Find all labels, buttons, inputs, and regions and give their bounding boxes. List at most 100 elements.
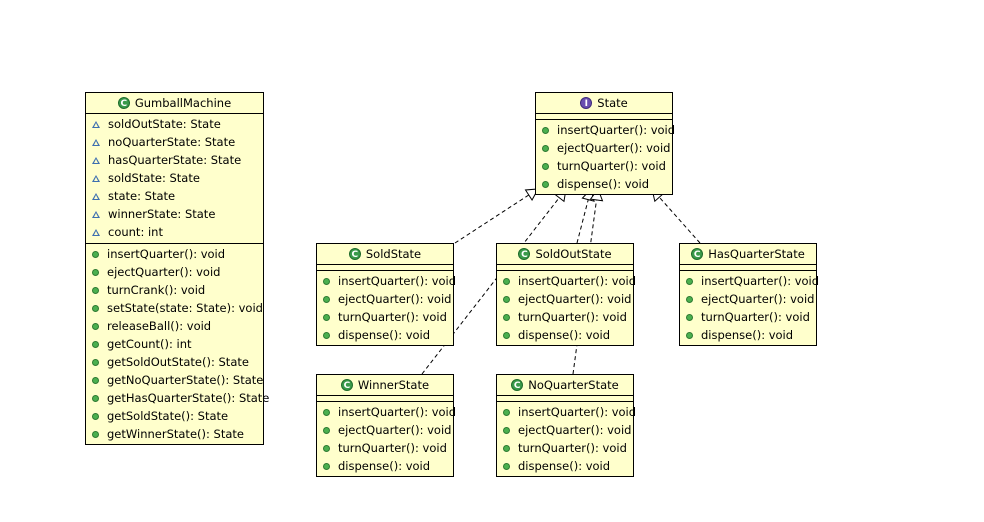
package-attribute-icon <box>92 120 100 128</box>
class-name: SoldOutState <box>535 247 612 261</box>
method-text: dispense(): void <box>557 177 650 191</box>
public-method-icon <box>503 462 510 470</box>
public-method-icon <box>92 376 99 384</box>
method-row: getSoldOutState(): State <box>86 353 263 371</box>
method-row: turnQuarter(): void <box>536 157 672 175</box>
realization-line-hasquarter <box>658 196 701 244</box>
package-attribute-icon <box>92 138 100 146</box>
method-text: ejectQuarter(): void <box>107 265 221 279</box>
method-text: ejectQuarter(): void <box>701 292 815 306</box>
method-row: insertQuarter(): void <box>497 272 636 290</box>
method-text: getCount(): int <box>107 337 192 351</box>
realization-line-soldout <box>576 199 589 244</box>
package-attribute-icon <box>92 210 100 218</box>
public-method-icon <box>542 180 549 188</box>
method-row: getHasQuarterState(): State <box>86 389 269 407</box>
methods-section: insertQuarter(): void ejectQuarter(): voi… <box>497 401 637 476</box>
attribute-row: count: int <box>86 223 263 241</box>
public-method-icon <box>92 304 99 312</box>
method-text: insertQuarter(): void <box>107 247 226 261</box>
uml-class-soldout[interactable]: C SoldOutState insertQuarter(): void ejectQ… <box>496 243 636 346</box>
public-method-icon <box>323 295 330 303</box>
public-method-icon <box>686 313 693 321</box>
public-method-icon <box>92 358 99 366</box>
public-method-icon <box>92 412 99 420</box>
attribute-row: hasQuarterState: State <box>86 151 263 169</box>
method-text: ejectQuarter(): void <box>518 292 632 306</box>
methods-section: insertQuarter(): void ejectQuarter(): voi… <box>497 270 636 345</box>
method-text: getSoldOutState(): State <box>107 355 249 369</box>
method-text: dispense(): void <box>338 328 431 342</box>
methods-section: insertQuarter(): void ejectQuarter(): voi… <box>86 243 269 444</box>
class-name: WinnerState <box>357 378 430 392</box>
public-method-icon <box>92 268 99 276</box>
method-text: turnCrank(): void <box>107 283 206 297</box>
method-text: turnQuarter(): void <box>518 441 627 455</box>
public-method-icon <box>503 444 510 452</box>
class-name: GumballMachine <box>134 96 232 110</box>
method-text: dispense(): void <box>701 328 794 342</box>
public-method-icon <box>503 426 510 434</box>
method-row: insertQuarter(): void <box>680 272 820 290</box>
method-text: getHasQuarterState(): State <box>107 391 270 405</box>
method-row: insertQuarter(): void <box>497 403 637 421</box>
attribute-text: winnerState: State <box>108 207 216 221</box>
method-text: turnQuarter(): void <box>701 310 810 324</box>
method-text: insertQuarter(): void <box>557 123 676 137</box>
public-method-icon <box>542 144 549 152</box>
public-method-icon <box>503 295 510 303</box>
method-row: getCount(): int <box>86 335 263 353</box>
method-text: insertQuarter(): void <box>518 405 637 419</box>
method-row: releaseBall(): void <box>86 317 263 335</box>
method-text: turnQuarter(): void <box>518 310 627 324</box>
class-icon: C <box>518 248 531 260</box>
method-row: getWinnerState(): State <box>86 425 263 443</box>
method-text: insertQuarter(): void <box>338 405 457 419</box>
method-text: ejectQuarter(): void <box>557 141 671 155</box>
method-text: turnQuarter(): void <box>557 159 666 173</box>
package-attribute-icon <box>92 192 100 200</box>
attribute-text: state: State <box>108 189 176 203</box>
method-text: insertQuarter(): void <box>338 274 457 288</box>
public-method-icon <box>686 277 693 285</box>
method-row: dispense(): void <box>317 457 453 475</box>
method-text: dispense(): void <box>338 459 431 473</box>
public-method-icon <box>323 277 330 285</box>
public-method-icon <box>542 126 549 134</box>
public-method-icon <box>323 426 330 434</box>
package-attribute-icon <box>92 228 100 236</box>
method-row: insertQuarter(): void <box>317 272 457 290</box>
method-text: insertQuarter(): void <box>701 274 820 288</box>
attribute-row: state: State <box>86 187 263 205</box>
attribute-text: count: int <box>108 225 163 239</box>
method-row: getSoldState(): State <box>86 407 263 425</box>
class-icon: C <box>511 379 524 391</box>
method-row: turnCrank(): void <box>86 281 263 299</box>
public-method-icon <box>92 286 99 294</box>
method-text: turnQuarter(): void <box>338 441 447 455</box>
interface-icon: I <box>580 97 593 109</box>
method-row: ejectQuarter(): void <box>497 421 633 439</box>
public-method-icon <box>323 444 330 452</box>
method-row: dispense(): void <box>317 326 453 344</box>
public-method-icon <box>92 340 99 348</box>
method-row: ejectQuarter(): void <box>536 139 672 157</box>
method-text: getSoldState(): State <box>107 409 229 423</box>
methods-section: insertQuarter(): void ejectQuarter(): voi… <box>680 270 820 345</box>
method-text: setState(state: State): void <box>107 301 263 315</box>
method-text: turnQuarter(): void <box>338 310 447 324</box>
method-text: getNoQuarterState(): State <box>107 373 264 387</box>
class-icon: C <box>348 248 361 260</box>
